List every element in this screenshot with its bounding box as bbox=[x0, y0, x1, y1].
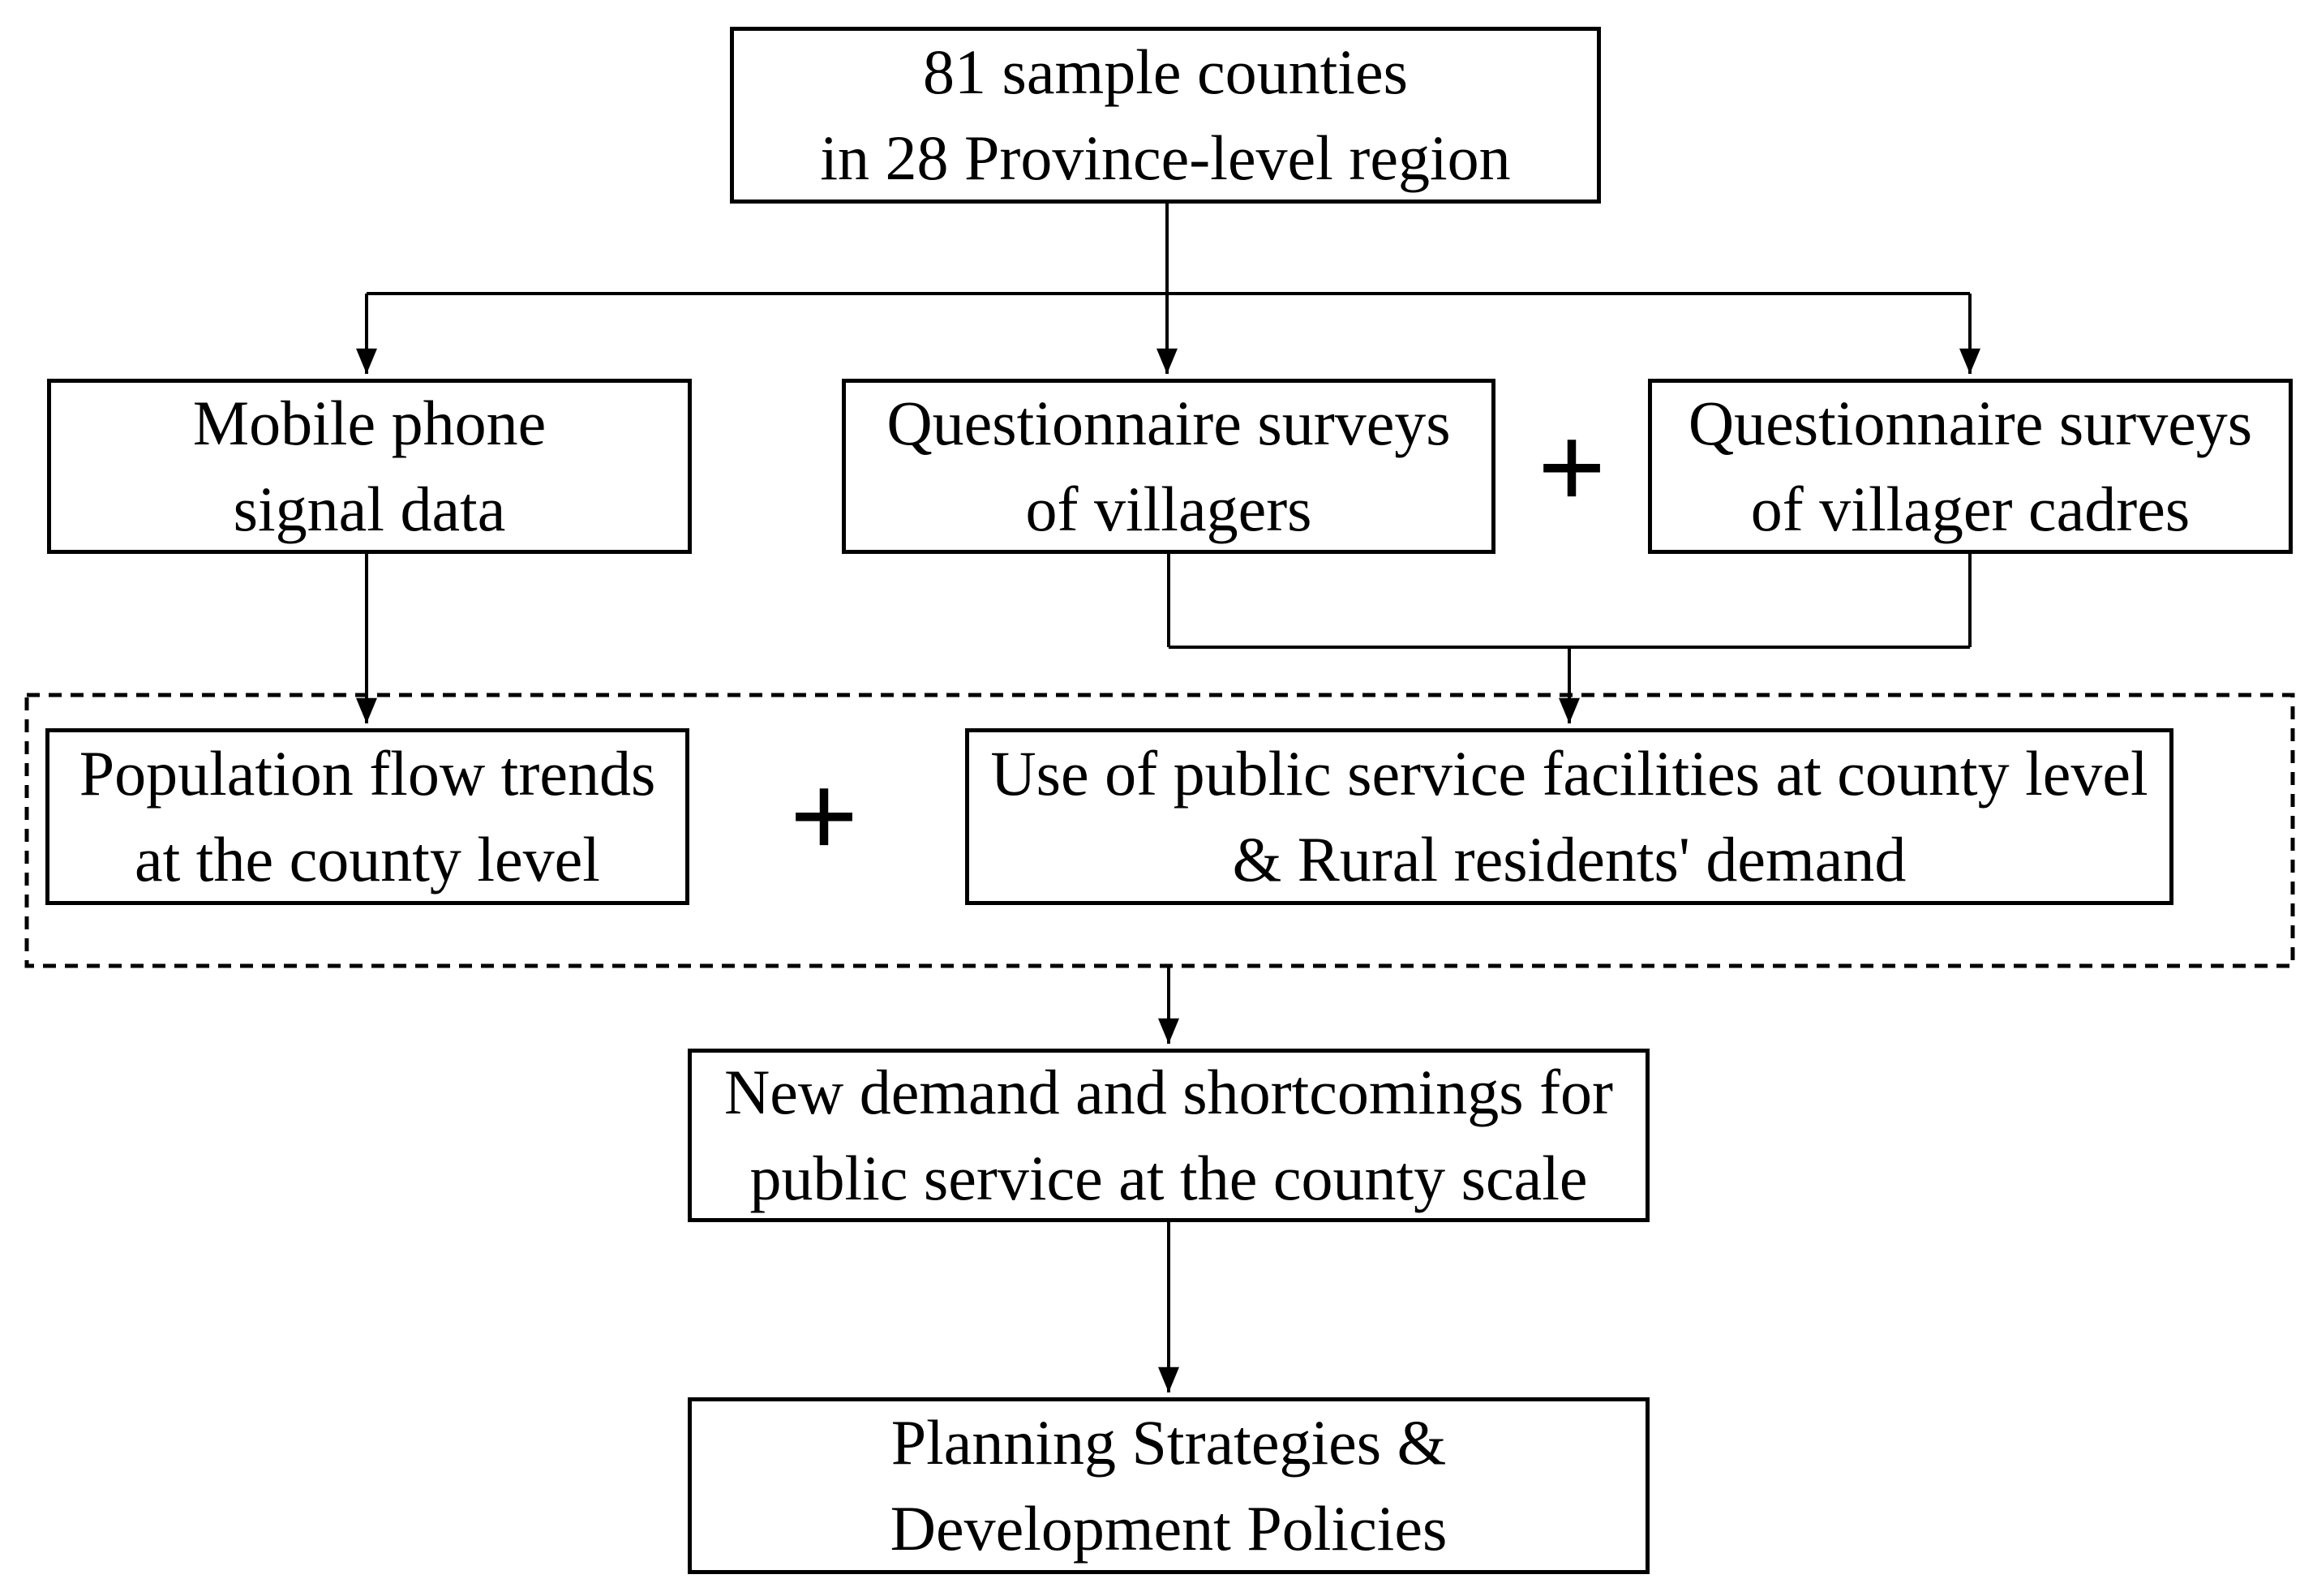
plus-operator-surveys: + bbox=[1537, 401, 1607, 535]
node-population-flow-trends: Population flow trends at the county lev… bbox=[45, 728, 689, 905]
dashed-group-box bbox=[24, 693, 2295, 968]
node-questionnaire-villager-cadres: Questionnaire surveys of villager cadres bbox=[1648, 379, 2293, 554]
plus-operator-results: + bbox=[789, 749, 859, 884]
node-questionnaire-villagers: Questionnaire surveys of villagers bbox=[842, 379, 1495, 554]
node-new-demand-shortcomings: New demand and shortcomings for public s… bbox=[688, 1049, 1650, 1222]
node-mobile-phone-signal-data: Mobile phone signal data bbox=[47, 379, 692, 554]
node-planning-strategies: Planning Strategies & Development Polici… bbox=[688, 1397, 1650, 1574]
node-public-service-use-demand: Use of public service facilities at coun… bbox=[965, 728, 2173, 905]
node-sample-counties: 81 sample counties in 28 Province-level … bbox=[730, 27, 1601, 204]
